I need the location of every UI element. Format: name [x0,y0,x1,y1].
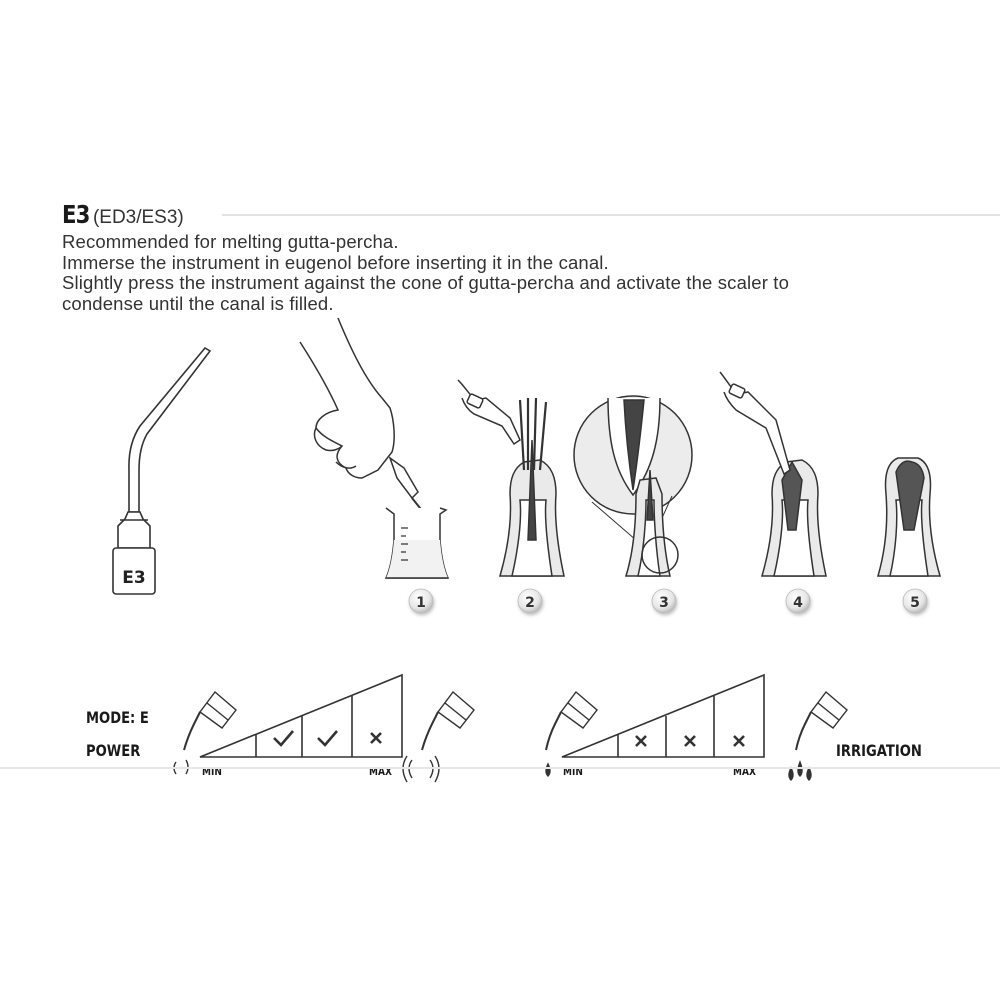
tip-label: E3 [122,568,145,588]
step-5-illustration [877,457,941,577]
instruction-line-3: Slightly press the instrument against th… [62,272,790,293]
step-badge-3: 3 [651,588,677,614]
step-number-2: 2 [525,595,535,611]
model-subtitle: (ED3/ES3) [92,207,184,228]
model-title: E3 [62,200,90,229]
irrigation-level-3-cross [733,735,745,747]
irrigation-label: IRRIGATION [836,741,922,760]
power-level-2-check [317,730,338,747]
instruction-line-2: Immerse the instrument in eugenol before… [62,251,609,273]
irrigation-min-handpiece-icon [545,690,598,777]
instruction-line-4: condense until the canal is filled. [62,292,334,314]
step-4-illustration [719,371,827,577]
step-badges: 1 2 3 4 5 [408,588,928,614]
step-badge-5: 5 [902,588,928,614]
scaler-tip-e3: E3 [112,346,212,595]
step-1-illustration [299,317,450,579]
title-row: E3 (ED3/ES3) [62,200,1000,232]
irrigation-scale [561,673,765,758]
power-level-3-cross [370,732,382,744]
step-badge-2: 2 [517,588,543,614]
step-number-3: 3 [659,595,669,611]
power-scale [199,673,403,758]
instructions: Recommended for melting gutta-percha. Im… [62,231,962,314]
step-badge-4: 4 [785,588,811,614]
mode-label: MODE: E [86,708,149,727]
header: E3 (ED3/ES3) Recommended for melting gut… [62,200,1000,314]
step-number-5: 5 [910,595,920,611]
power-level-1-check [273,730,294,747]
title-divider [222,214,1000,216]
step-number-1: 1 [416,595,426,611]
step-2-illustration [457,379,565,577]
irrigation-level-2-cross [684,735,696,747]
power-min-handpiece-icon [173,690,237,775]
step-number-4: 4 [793,595,803,611]
bottom-divider [0,767,1000,769]
step-3-illustration [573,395,693,577]
instruction-line-1: Recommended for melting gutta-percha. [62,231,399,252]
step-badge-1: 1 [408,588,434,614]
power-label: POWER [86,741,141,760]
irrigation-level-1-cross [635,735,647,747]
